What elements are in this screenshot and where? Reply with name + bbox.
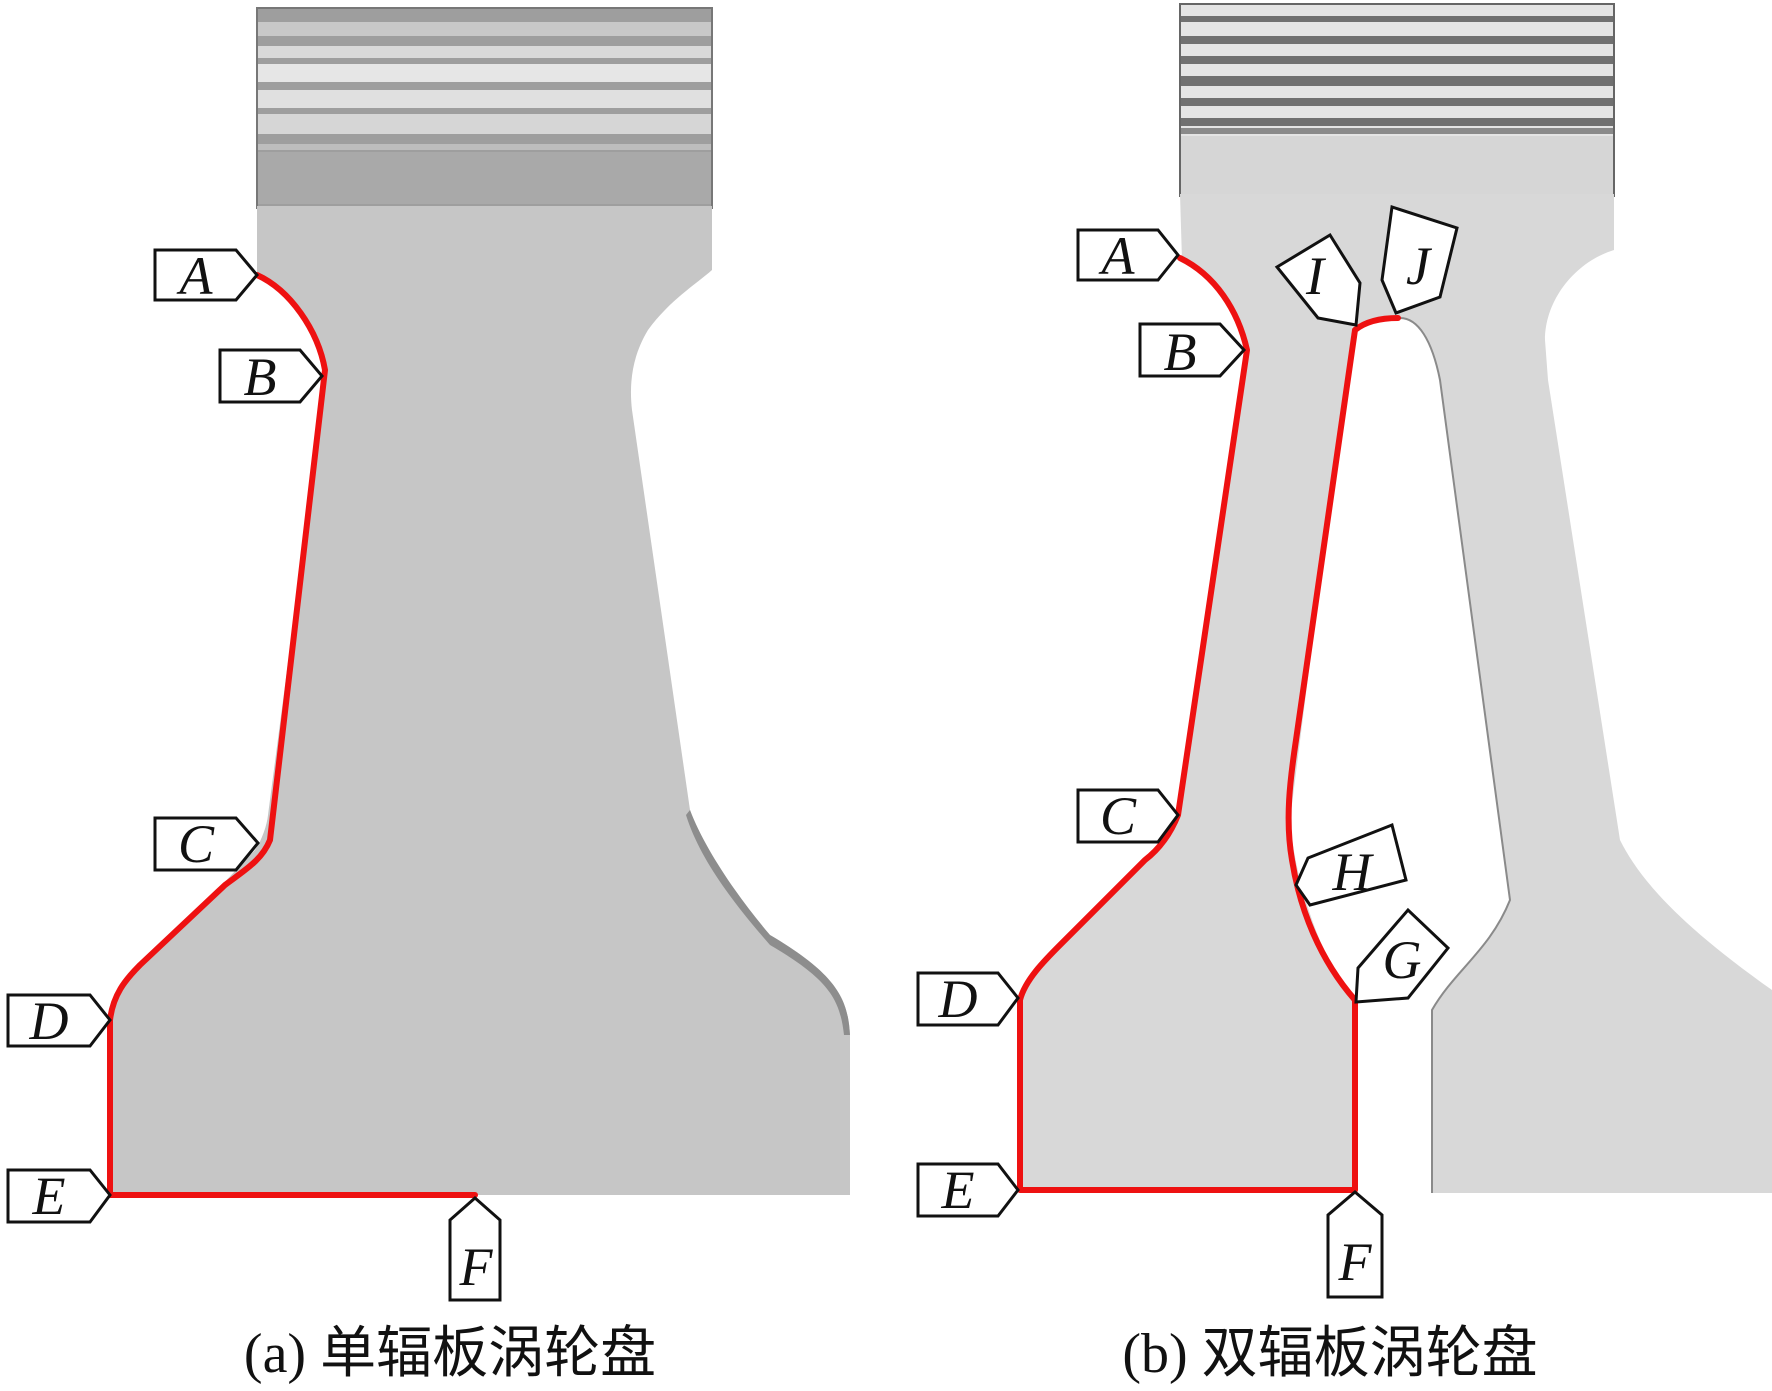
panel-b-blade-root xyxy=(1179,3,1615,197)
panel-b-label-f-text: F xyxy=(1338,1232,1373,1292)
panel-b-label-h-text: H xyxy=(1332,842,1375,902)
panel-b-left-web xyxy=(1020,194,1432,1193)
panel-b-label-e: E xyxy=(916,1160,1020,1220)
panel-b-label-h: H xyxy=(1294,822,1408,907)
panel-a-label-e-text: E xyxy=(32,1166,66,1226)
panel-a-label-f-text: F xyxy=(459,1237,494,1297)
panel-a-label-c-text: C xyxy=(178,814,215,874)
panel-b-label-a: A xyxy=(1076,226,1180,286)
panel-b-label-j: J xyxy=(1380,205,1459,315)
panel-b-cavity xyxy=(1290,318,1510,1193)
panel-b-label-d: D xyxy=(916,969,1020,1029)
panel-b-caption: (b) 双辐板涡轮盘 xyxy=(1122,1323,1537,1385)
panel-b-label-g-text: G xyxy=(1383,930,1422,990)
panel-b-label-i-text: I xyxy=(1305,246,1327,306)
panel-a-boundary-path xyxy=(107,272,478,1198)
panel-a-label-e: E xyxy=(6,1166,112,1226)
panel-b-disk-body xyxy=(1180,194,1772,1193)
panel-b: A B C D E F G H xyxy=(916,3,1772,1385)
panel-b-label-b-text: B xyxy=(1164,322,1197,382)
panel-b-label-b: B xyxy=(1138,322,1247,382)
panel-a-label-d: D xyxy=(6,991,112,1051)
panel-b-label-e-text: E xyxy=(941,1160,975,1220)
panel-a-label-b-text: B xyxy=(244,347,277,407)
panel-a-caption: (a) 单辐板涡轮盘 xyxy=(244,1323,656,1385)
panel-a-label-a-text: A xyxy=(177,246,214,306)
panel-b-label-j-text: J xyxy=(1406,236,1433,296)
panel-b-label-c-text: C xyxy=(1100,786,1137,846)
panel-a-disk-body xyxy=(110,206,850,1195)
panel-b-label-a-text: A xyxy=(1099,226,1136,286)
panel-b-label-c: C xyxy=(1076,786,1180,846)
panel-a-label-b: B xyxy=(218,347,324,407)
panel-a-label-c: C xyxy=(153,814,260,874)
panel-a-label-d-text: D xyxy=(29,991,69,1051)
panel-b-label-d-text: D xyxy=(938,969,978,1029)
panel-b-label-g: G xyxy=(1354,907,1451,1004)
panel-a: A B C D E F (a) 单辐板涡轮盘 xyxy=(6,7,850,1385)
panel-a-blade-root xyxy=(256,7,713,209)
panel-b-label-f: F xyxy=(1326,1190,1384,1299)
panel-b-right-web-outline xyxy=(1399,317,1512,1193)
panel-b-label-i: I xyxy=(1274,232,1362,327)
panel-a-label-a: A xyxy=(153,246,259,306)
panel-a-label-f: F xyxy=(448,1196,502,1302)
